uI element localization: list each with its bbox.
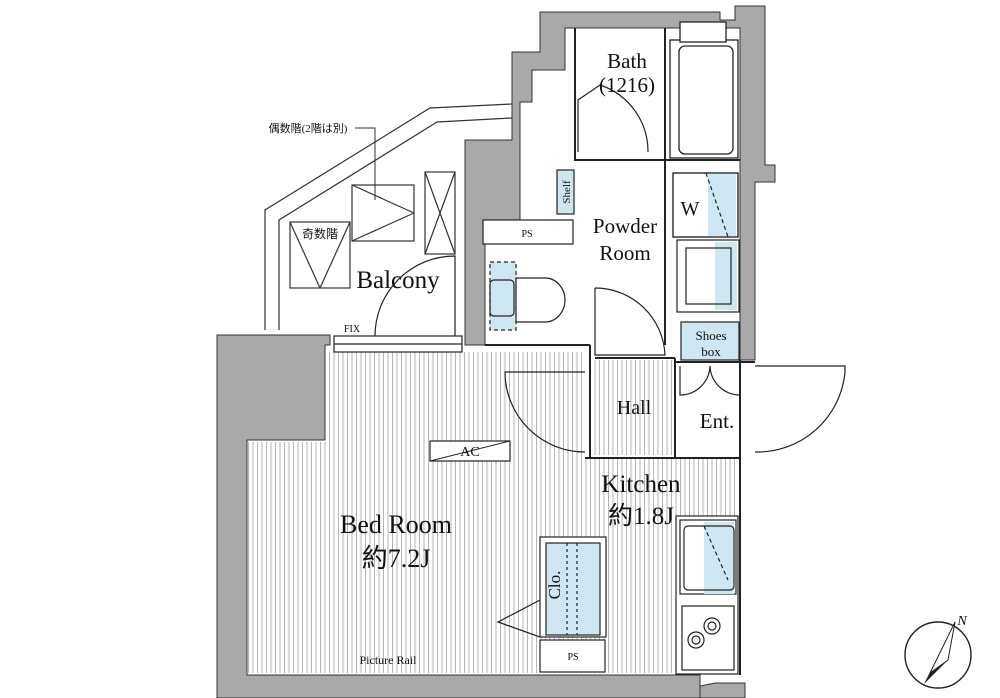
ps-top-label: PS — [521, 229, 532, 240]
kitchen-label: Kitchen — [601, 471, 681, 498]
balcony-area — [264, 103, 513, 330]
fix-window — [333, 335, 463, 353]
bath-size-label: (1216) — [599, 73, 655, 97]
shelf-label: Shelf — [561, 180, 573, 204]
interior-walls — [485, 28, 755, 675]
compass — [904, 621, 972, 689]
closet-label: Clo. — [545, 571, 564, 600]
bedroom-area-label: 約7.2J — [362, 544, 431, 573]
compass-north-label: N — [956, 614, 967, 629]
walls — [216, 5, 776, 698]
washer-label: W — [681, 198, 700, 220]
powder-room-label-2: Room — [599, 241, 650, 265]
door-swings — [374, 84, 846, 453]
odd-floors-note: 奇数階 — [302, 226, 338, 241]
hall-label: Hall — [617, 397, 652, 419]
kitchen-area-label: 約1.8J — [608, 502, 674, 530]
kitchen-counter — [675, 515, 739, 675]
closet — [496, 536, 607, 638]
ps-bottom-label: PS — [567, 652, 578, 663]
bedroom-label: Bed Room — [340, 510, 452, 539]
shoes-box-label-1: Shoes — [695, 328, 726, 343]
powder-room-label-1: Powder — [593, 214, 657, 238]
bathtub — [669, 21, 739, 159]
ac-unit — [429, 440, 511, 462]
fix-window-label: FIX — [344, 324, 361, 335]
even-floors-note: 偶数階(2階は別) — [269, 121, 348, 135]
bedroom-floor — [248, 352, 736, 673]
picture-rail-label: Picture Rail — [360, 653, 418, 667]
bath-label: Bath — [607, 49, 647, 73]
ac-label: AC — [460, 445, 479, 460]
entrance-label: Ent. — [700, 409, 734, 433]
shoes-box-label-2: box — [701, 344, 721, 359]
balcony-label: Balcony — [356, 267, 440, 294]
fixtures — [482, 169, 740, 673]
